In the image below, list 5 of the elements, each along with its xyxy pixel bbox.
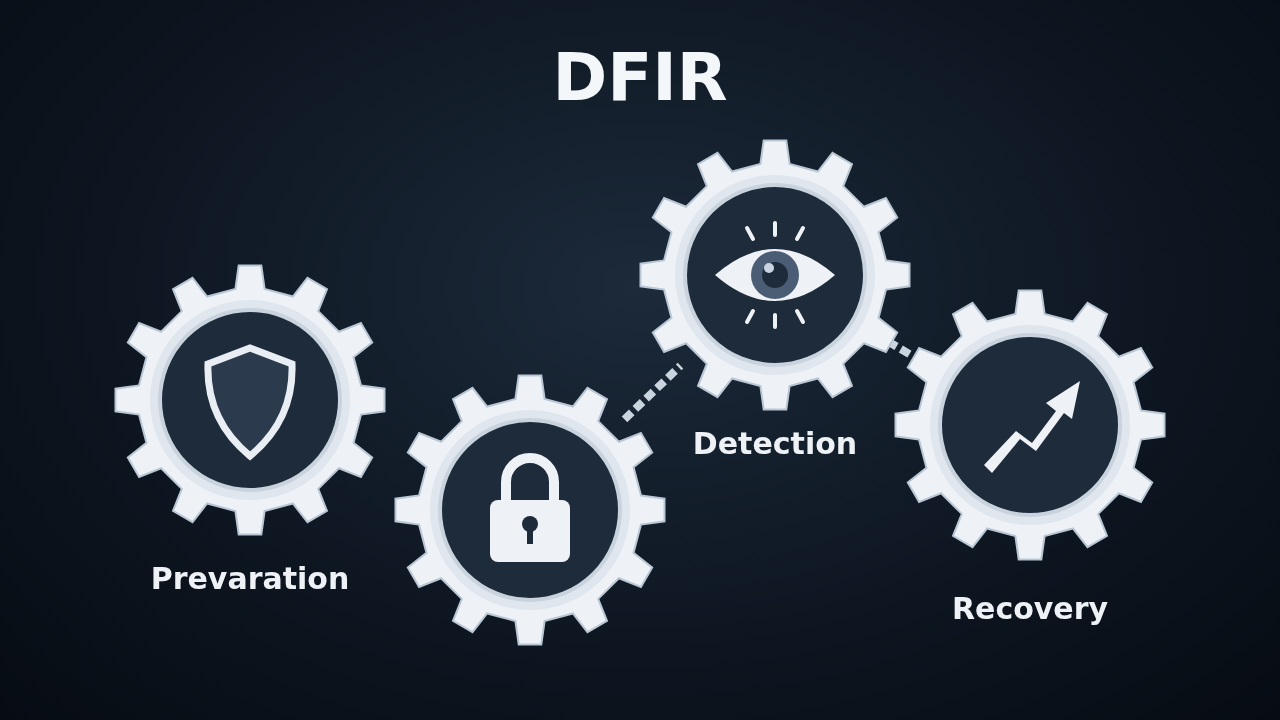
chain-link: [621, 362, 684, 423]
diagram-title: DFIR: [551, 38, 729, 118]
stage-label: Detection: [692, 425, 858, 463]
stage-label: Recovery: [951, 590, 1109, 628]
stage-label: Prevaration: [150, 560, 350, 598]
